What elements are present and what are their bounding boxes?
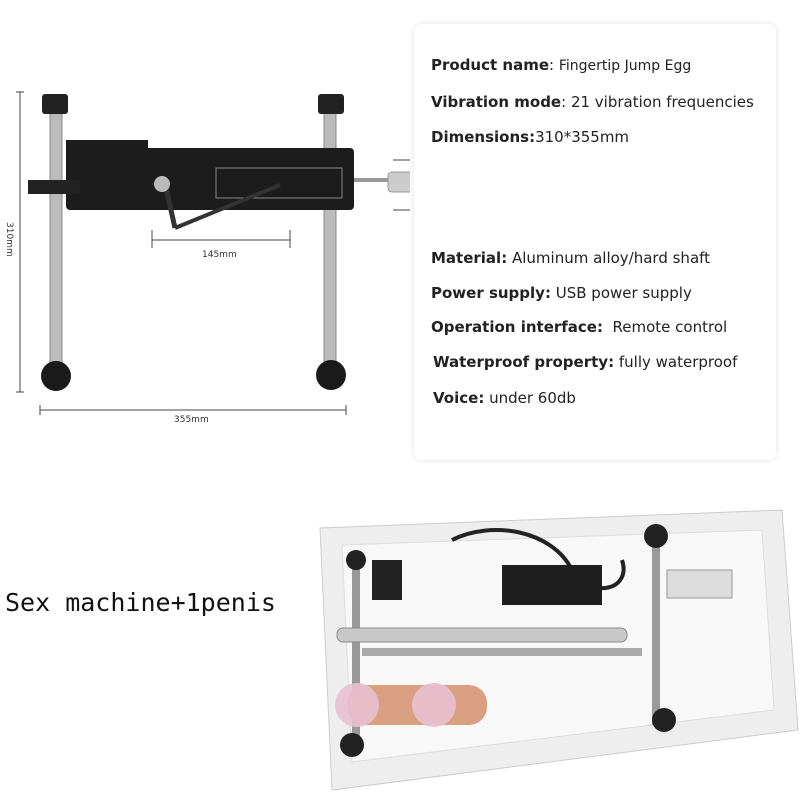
- stroke-dimension-label: 145mm: [202, 250, 237, 260]
- product-dimension-diagram: [16, 91, 410, 415]
- spec-voice: Voice: under 60db: [433, 389, 576, 407]
- specifications-card: Product name: Fingertip Jump Egg Vibrati…: [414, 24, 776, 460]
- spec-power-supply: Power supply: USB power supply: [431, 284, 692, 302]
- width-dimension-label: 355mm: [174, 415, 209, 425]
- spec-dimensions: Dimensions:310*355mm: [431, 128, 630, 146]
- package-caption: Sex machine+1penis: [5, 588, 276, 617]
- package-photo: [319, 509, 799, 791]
- spec-material: Material: Aluminum alloy/hard shaft: [431, 249, 711, 267]
- spec-operation-interface: Operation interface: Remote control: [431, 318, 728, 336]
- spec-vibration-mode: Vibration mode: 21 vibration frequencies: [431, 93, 754, 111]
- spec-product-name: Product name: Fingertip Jump Egg: [431, 56, 692, 74]
- height-dimension-label: 310mm: [4, 222, 14, 257]
- spec-waterproof: Waterproof property: fully waterproof: [433, 353, 738, 371]
